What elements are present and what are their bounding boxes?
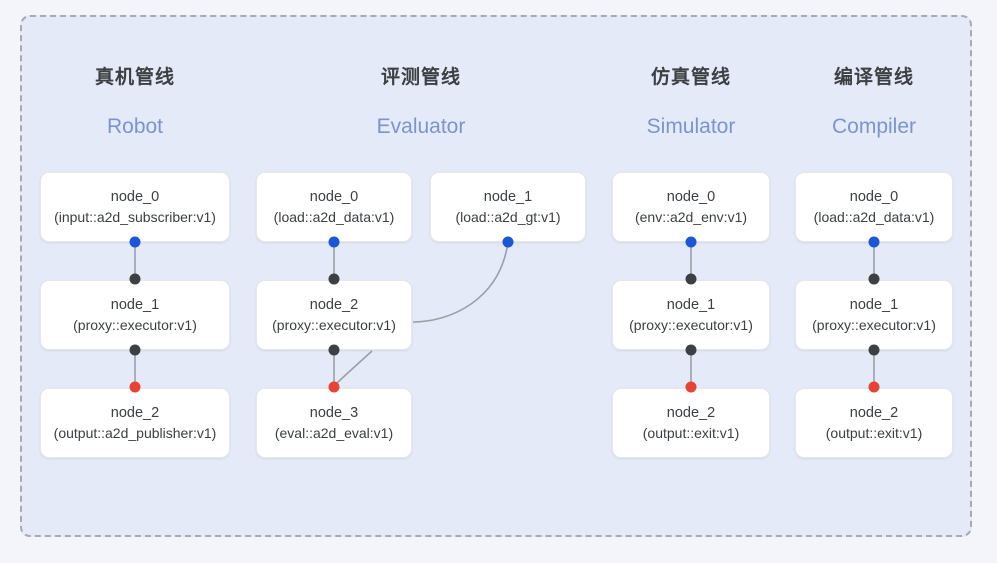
port-input-eval-node-3[interactable] xyxy=(328,381,340,393)
port-input-comp-node-2[interactable] xyxy=(868,381,880,393)
port-output-robot-node-1[interactable] xyxy=(129,344,141,356)
node-eval-node-0[interactable]: node_0 (load::a2d_data:v1) xyxy=(256,172,412,242)
port-input-eval-node-2[interactable] xyxy=(328,273,340,285)
column-en-title-robot: Robot xyxy=(106,115,164,138)
column-en-title-simulator: Simulator xyxy=(646,115,736,138)
port-output-robot-node-0[interactable] xyxy=(129,236,141,248)
node-title: node_1 xyxy=(110,296,160,313)
node-comp-node-0[interactable]: node_0 (load::a2d_data:v1) xyxy=(795,172,953,242)
port-input-sim-node-1[interactable] xyxy=(685,273,697,285)
node-title: node_0 xyxy=(666,188,716,205)
node-spec: (input::a2d_subscriber:v1) xyxy=(54,208,216,225)
node-spec: (output::a2d_publisher:v1) xyxy=(53,424,217,441)
node-comp-node-2[interactable]: node_2 (output::exit:v1) xyxy=(795,388,953,458)
column-cn-title-robot: 真机管线 xyxy=(94,67,175,88)
node-spec: (proxy::executor:v1) xyxy=(272,316,396,333)
node-spec: (proxy::executor:v1) xyxy=(629,316,753,333)
node-title: node_1 xyxy=(849,296,899,313)
column-en-title-compiler: Compiler xyxy=(831,115,917,138)
port-output-comp-node-0[interactable] xyxy=(868,236,880,248)
column-header-robot: 真机管线 Robot xyxy=(35,62,235,139)
node-eval-node-1[interactable]: node_1 (load::a2d_gt:v1) xyxy=(430,172,586,242)
port-output-sim-node-0[interactable] xyxy=(685,236,697,248)
node-title: node_0 xyxy=(110,188,160,205)
node-spec: (load::a2d_data:v1) xyxy=(273,208,395,225)
port-input-robot-node-1[interactable] xyxy=(129,273,141,285)
port-output-eval-node-1[interactable] xyxy=(502,236,514,248)
node-title: node_1 xyxy=(666,296,716,313)
node-spec: (output::exit:v1) xyxy=(642,424,740,441)
column-header-simulator: 仿真管线 Simulator xyxy=(591,62,791,139)
node-spec: (proxy::executor:v1) xyxy=(73,316,197,333)
node-title: node_0 xyxy=(309,188,359,205)
column-en-title-evaluator: Evaluator xyxy=(376,115,466,138)
port-input-sim-node-2[interactable] xyxy=(685,381,697,393)
node-spec: (output::exit:v1) xyxy=(825,424,923,441)
node-robot-node-2[interactable]: node_2 (output::a2d_publisher:v1) xyxy=(40,388,230,458)
node-sim-node-1[interactable]: node_1 (proxy::executor:v1) xyxy=(612,280,770,350)
node-title: node_1 xyxy=(483,188,533,205)
port-output-eval-node-0[interactable] xyxy=(328,236,340,248)
node-title: node_2 xyxy=(309,296,359,313)
node-title: node_2 xyxy=(110,404,160,421)
node-title: node_2 xyxy=(849,404,899,421)
node-eval-node-2[interactable]: node_2 (proxy::executor:v1) xyxy=(256,280,412,350)
port-output-sim-node-1[interactable] xyxy=(685,344,697,356)
node-title: node_3 xyxy=(309,404,359,421)
column-cn-title-compiler: 编译管线 xyxy=(833,67,914,88)
node-robot-node-1[interactable]: node_1 (proxy::executor:v1) xyxy=(40,280,230,350)
node-robot-node-0[interactable]: node_0 (input::a2d_subscriber:v1) xyxy=(40,172,230,242)
port-output-eval-node-2[interactable] xyxy=(328,344,340,356)
node-title: node_2 xyxy=(666,404,716,421)
column-cn-title-simulator: 仿真管线 xyxy=(650,67,731,88)
column-cn-title-evaluator: 评测管线 xyxy=(380,67,461,88)
node-spec: (eval::a2d_eval:v1) xyxy=(274,424,394,441)
node-eval-node-3[interactable]: node_3 (eval::a2d_eval:v1) xyxy=(256,388,412,458)
node-title: node_0 xyxy=(849,188,899,205)
node-sim-node-2[interactable]: node_2 (output::exit:v1) xyxy=(612,388,770,458)
node-comp-node-1[interactable]: node_1 (proxy::executor:v1) xyxy=(795,280,953,350)
port-input-robot-node-2[interactable] xyxy=(129,381,141,393)
node-spec: (env::a2d_env:v1) xyxy=(634,208,748,225)
port-input-comp-node-1[interactable] xyxy=(868,273,880,285)
column-header-evaluator: 评测管线 Evaluator xyxy=(321,62,521,139)
node-spec: (load::a2d_gt:v1) xyxy=(455,208,561,225)
port-output-comp-node-1[interactable] xyxy=(868,344,880,356)
column-header-compiler: 编译管线 Compiler xyxy=(774,62,974,139)
node-spec: (load::a2d_data:v1) xyxy=(813,208,935,225)
node-sim-node-0[interactable]: node_0 (env::a2d_env:v1) xyxy=(612,172,770,242)
node-spec: (proxy::executor:v1) xyxy=(812,316,936,333)
